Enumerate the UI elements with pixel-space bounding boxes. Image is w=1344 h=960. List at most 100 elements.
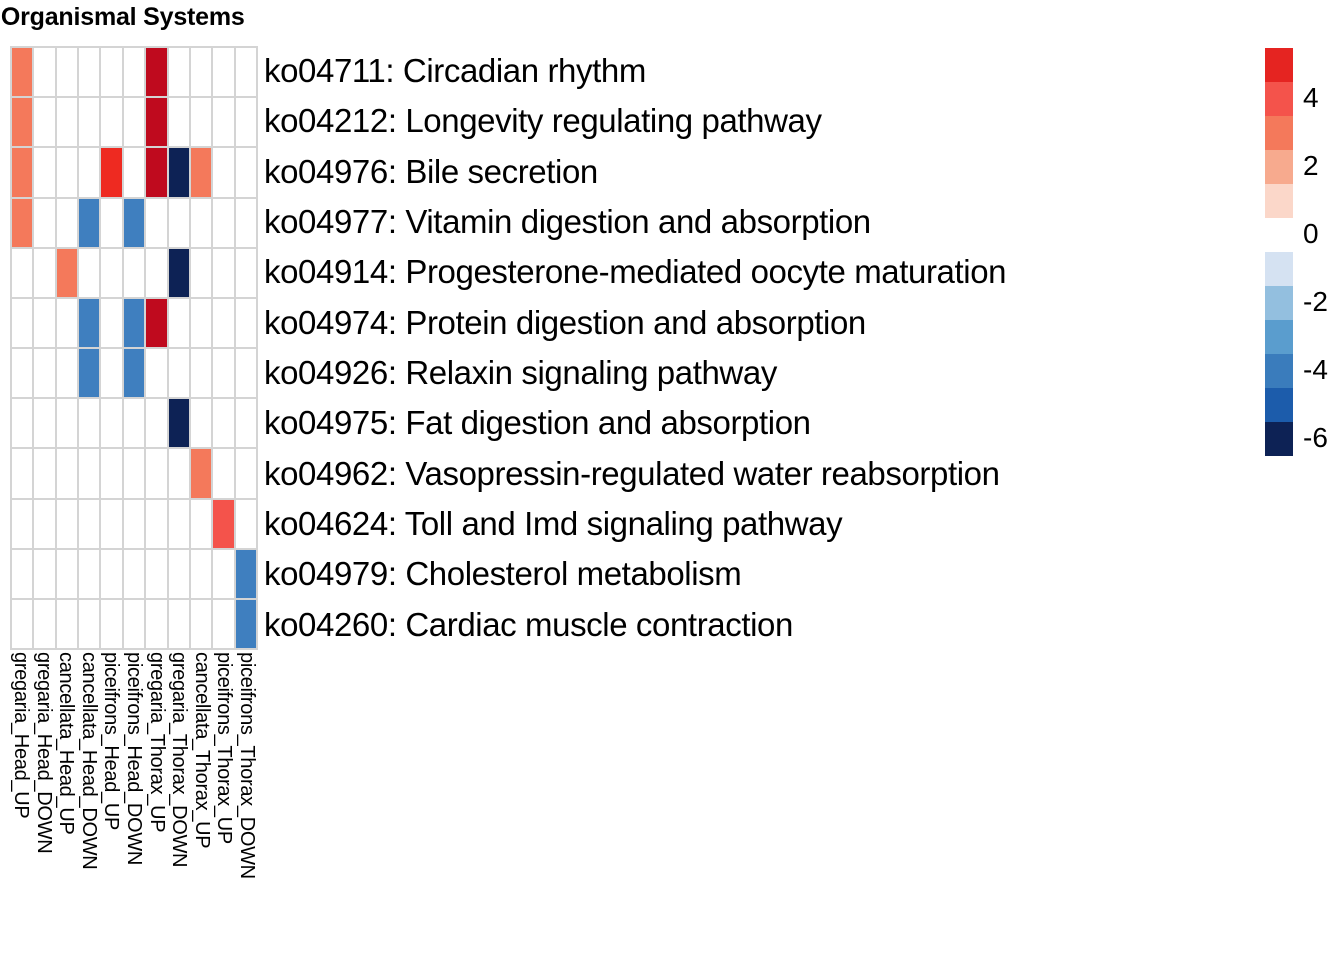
heatmap-cell [235, 148, 256, 197]
heatmap-cell [168, 148, 189, 197]
heatmap-cell [168, 198, 189, 247]
heatmap-cell [190, 148, 212, 197]
heatmap-cell [146, 349, 167, 398]
column-label: gregaria_Thorax_DOWN [168, 652, 191, 952]
heatmap-cell [56, 599, 78, 648]
heatmap-cell [123, 98, 145, 147]
heatmap-cell [12, 298, 33, 347]
legend-tick-label: -6 [1303, 422, 1328, 453]
column-label-text: piceifrons_Head_UP [100, 652, 123, 831]
heatmap-cell [101, 599, 122, 648]
legend-tick-label: -2 [1303, 286, 1328, 317]
heatmap-cell [123, 248, 145, 297]
heatmap-cell [56, 48, 78, 97]
legend-tick-label: -4 [1303, 354, 1328, 385]
heatmap-cell [213, 449, 234, 498]
heatmap-grid [10, 46, 258, 650]
legend-swatch [1265, 354, 1293, 388]
heatmap-cell [79, 48, 100, 97]
heatmap-cell [12, 48, 33, 97]
heatmap-cell [12, 499, 33, 548]
heatmap-cell [190, 98, 212, 147]
heatmap-cell [79, 98, 100, 147]
heatmap-cell [56, 148, 78, 197]
legend-tick-label: 0 [1303, 218, 1319, 249]
row-label: ko04979: Cholesterol metabolism [264, 555, 742, 593]
heatmap-cell [79, 148, 100, 197]
column-label-text: piceifrons_Thorax_UP [213, 652, 236, 844]
heatmap-cell [123, 449, 145, 498]
heatmap-cell [101, 399, 122, 448]
heatmap-cell [168, 248, 189, 297]
heatmap-cell [34, 148, 55, 197]
column-label: piceifrons_Head_UP [100, 652, 123, 952]
heatmap-cell [213, 399, 234, 448]
heatmap-cell [34, 48, 55, 97]
heatmap-cell [213, 248, 234, 297]
heatmap-cell [79, 599, 100, 648]
column-label: piceifrons_Head_DOWN [123, 652, 146, 952]
heatmap-cell [213, 98, 234, 147]
heatmap-cell [34, 599, 55, 648]
heatmap-cell [101, 549, 122, 598]
heatmap-cell [213, 549, 234, 598]
heatmap-cell [101, 298, 122, 347]
heatmap-cell [101, 449, 122, 498]
heatmap-cell [101, 198, 122, 247]
heatmap-cell [34, 399, 55, 448]
heatmap-cell [12, 549, 33, 598]
heatmap-cell [123, 499, 145, 548]
heatmap-cell [34, 248, 55, 297]
heatmap-cell [213, 298, 234, 347]
heatmap-cell [235, 449, 256, 498]
heatmap-cell [235, 48, 256, 97]
legend-swatch [1265, 252, 1293, 286]
heatmap-cell [123, 549, 145, 598]
column-label: piceifrons_Thorax_DOWN [235, 652, 258, 952]
legend-swatch [1265, 286, 1293, 320]
row-label: ko04212: Longevity regulating pathway [264, 102, 822, 140]
heatmap-cell [213, 48, 234, 97]
page-title: hment: Organismal Systems [0, 3, 245, 31]
heatmap-cell [34, 98, 55, 147]
heatmap-cell [146, 98, 167, 147]
heatmap-cell [213, 349, 234, 398]
heatmap-cell [213, 148, 234, 197]
heatmap-cell [146, 449, 167, 498]
heatmap-cell [235, 349, 256, 398]
heatmap-cell [56, 399, 78, 448]
heatmap-cell [168, 549, 189, 598]
legend-swatch [1265, 184, 1293, 218]
heatmap-cell [235, 399, 256, 448]
heatmap-cell [34, 198, 55, 247]
row-label: ko04974: Protein digestion and absorptio… [264, 303, 866, 341]
row-label: ko04711: Circadian rhythm [264, 52, 646, 89]
heatmap-cell [235, 298, 256, 347]
heatmap-cell [235, 98, 256, 147]
legend-swatch [1265, 116, 1293, 150]
row-label-list: ko04711: Circadian rhythm ko04212: Longev… [264, 46, 1264, 650]
heatmap-cell [101, 349, 122, 398]
heatmap-cell [12, 148, 33, 197]
heatmap-cell [79, 248, 100, 297]
heatmap-cell [190, 499, 212, 548]
heatmap-cell [12, 198, 33, 247]
heatmap-cell [12, 98, 33, 147]
heatmap-cell [190, 248, 212, 297]
heatmap-cell [56, 198, 78, 247]
column-label: gregaria_Head_DOWN [33, 652, 56, 952]
heatmap-cell [123, 599, 145, 648]
heatmap-cell [235, 198, 256, 247]
heatmap-cell [34, 349, 55, 398]
row-label: ko04624: Toll and Imd signaling pathway [264, 505, 843, 542]
column-label-text: cancellata_Head_UP [55, 652, 78, 835]
heatmap-cell [101, 248, 122, 297]
heatmap-cell [146, 298, 167, 347]
heatmap-cell [56, 449, 78, 498]
column-label: cancellata_Thorax_UP [190, 652, 213, 952]
heatmap-cell [34, 298, 55, 347]
heatmap-cell [168, 98, 189, 147]
heatmap-cell [79, 499, 100, 548]
heatmap-cell [101, 48, 122, 97]
